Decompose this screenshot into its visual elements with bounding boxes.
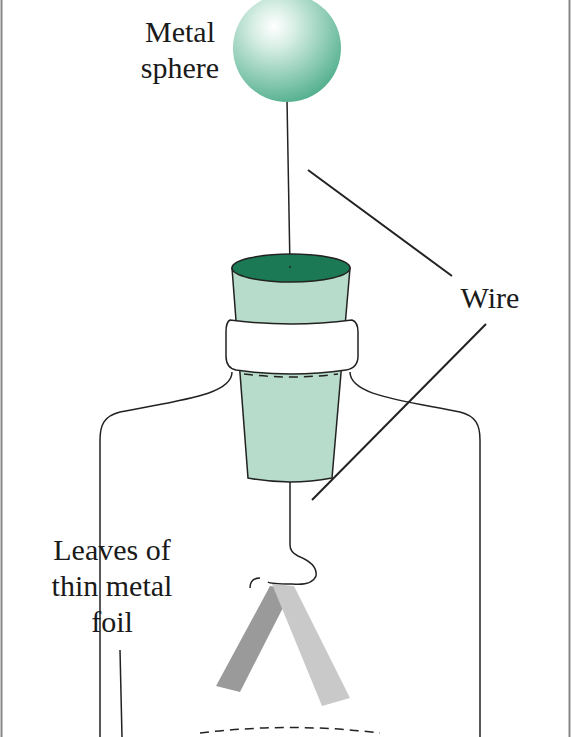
bottle-bottom: [200, 728, 380, 734]
wire: [287, 100, 290, 268]
leader-line: [120, 650, 122, 737]
frame: [1, 0, 3, 737]
metal-sphere: [233, 0, 341, 102]
stopper-hidden-edge: [244, 374, 338, 377]
leader-line: [312, 324, 486, 500]
part-label: Wire: [440, 280, 540, 316]
wire: [268, 482, 316, 584]
part-label: Leaves of thin metal foil: [28, 532, 196, 640]
bottle-outline: [350, 372, 480, 737]
stopper-top: [232, 254, 350, 282]
frame: [569, 0, 571, 737]
part-label: Metal sphere: [115, 14, 245, 86]
foil-leaf: [272, 584, 350, 706]
leader-line: [308, 170, 452, 276]
stopper: [232, 268, 350, 482]
collar: [226, 320, 358, 374]
